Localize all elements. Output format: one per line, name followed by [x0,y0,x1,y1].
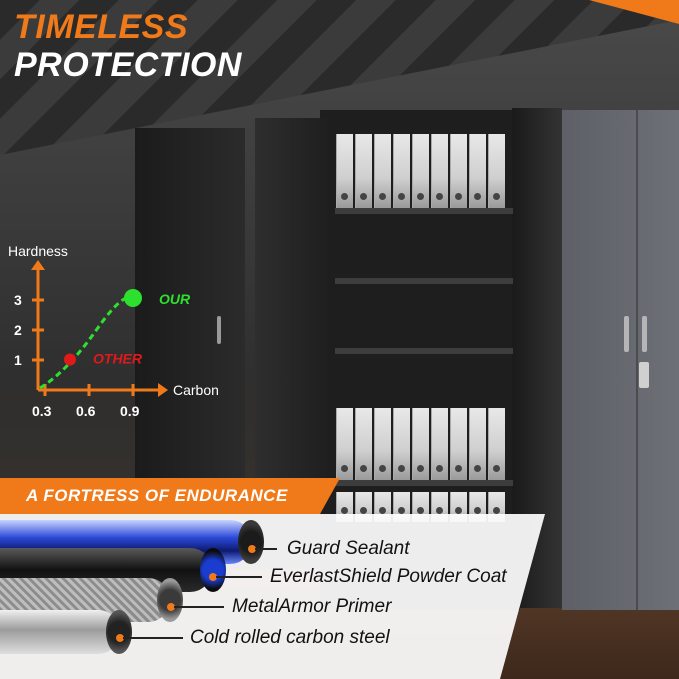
binder [488,134,505,208]
series-our-label: OUR [159,291,191,307]
leader-line [174,606,224,608]
cabinet-door-left [255,118,327,478]
layer-label-primer: MetalArmor Primer [232,596,392,617]
leader-line [216,576,262,578]
leader-line [255,548,277,550]
cabinet-handle [624,316,629,352]
binder [431,134,448,208]
layer-end-cap [200,548,226,592]
leader-dot [167,603,175,611]
y-axis-arrow-icon [31,260,45,270]
section-title: A FORTRESS OF ENDURANCE [26,486,288,505]
y-tick-label: 3 [14,292,22,308]
leader-dot [209,573,217,581]
cabinet-shelf [335,208,513,214]
series-other-label: OTHER [93,351,143,367]
x-tick-label: 0.9 [120,403,140,419]
binder [355,408,372,480]
binder [488,408,505,480]
binder [469,134,486,208]
section-banner: A FORTRESS OF ENDURANCE [0,478,340,514]
binder [336,408,353,480]
binder [374,134,391,208]
layer-end-cap [106,610,132,654]
corner-accent [589,0,679,24]
y-axis-label: Hardness [8,243,68,259]
x-tick-label: 0.3 [32,403,52,419]
x-axis-arrow-icon [158,383,168,397]
headline-line1: TIMELESS [14,8,189,46]
door-seam [636,110,638,610]
binder [412,408,429,480]
layer-carbon-steel [0,610,120,654]
y-tick-label: 2 [14,322,22,338]
layer-label-guard-sealant: Guard Sealant [287,538,410,559]
binder [469,408,486,480]
binder [355,134,372,208]
headline-line2: PROTECTION [14,46,242,84]
cabinet-shelf [335,480,513,486]
leader-dot [116,634,124,642]
leader-line [123,637,183,639]
series-other-marker [64,353,76,366]
layer-label-carbon-steel: Cold rolled carbon steel [190,627,390,648]
binder [450,408,467,480]
series-our-marker [124,289,142,307]
left-cabinet [135,128,245,478]
binder [336,134,353,208]
leader-dot [248,545,256,553]
x-axis-label: Carbon [173,382,219,398]
layer-label-powder-coat: EverlastShield Powder Coat [270,566,507,587]
binder [374,408,391,480]
series-our-line [39,296,135,390]
layer-end-cap [238,520,264,564]
cabinet-handle [642,316,647,352]
cabinet-shelf [335,348,513,354]
cabinet-shelf [335,278,513,284]
binder [450,134,467,208]
keypad-lock-icon [639,362,649,388]
right-cabinet [562,110,679,610]
y-ticks: 1 2 3 [14,292,44,368]
y-tick-label: 1 [14,352,22,368]
binder [412,134,429,208]
binder [431,408,448,480]
layer-end-cap [157,578,183,622]
binder [393,134,410,208]
binder [393,408,410,480]
hardness-carbon-chart: Hardness Carbon 1 2 3 0.3 0.6 0.9 OUR OTHER [8,243,219,419]
x-tick-label: 0.6 [76,403,96,419]
cabinet-handle [217,316,221,344]
